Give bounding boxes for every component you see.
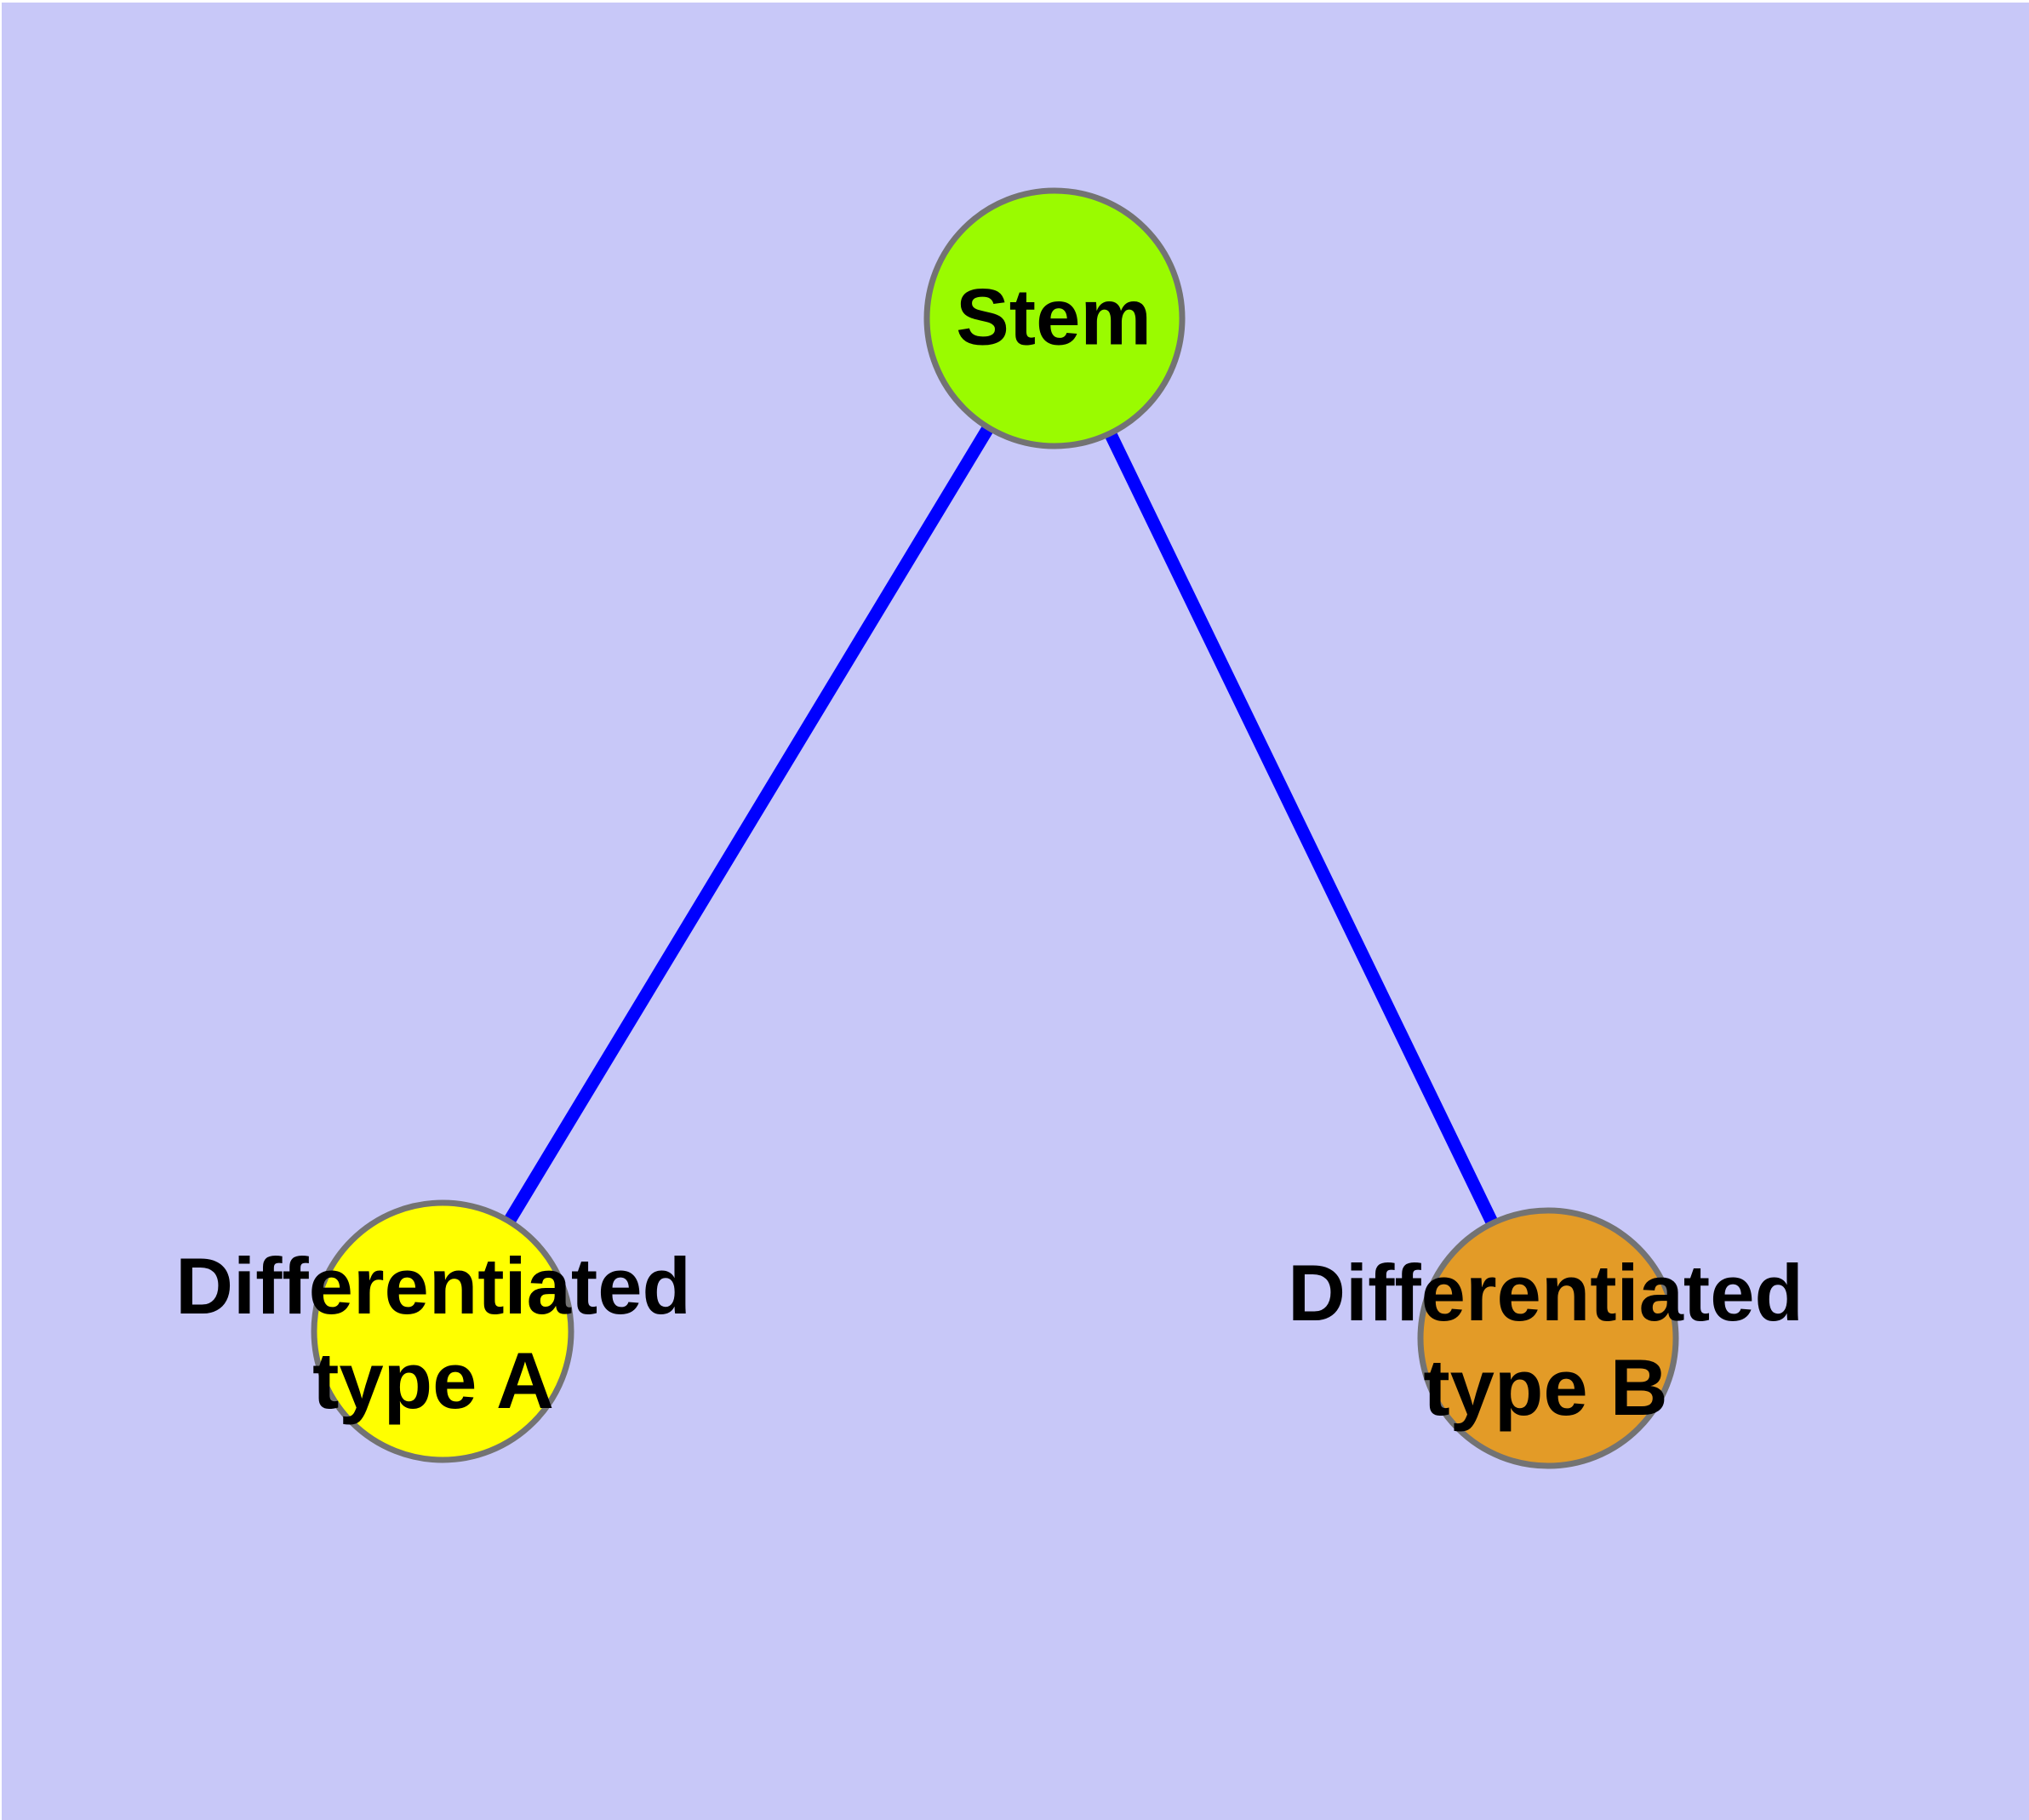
node-stem-label: Stem (956, 272, 1152, 362)
node-differentiated-type-b (1417, 1207, 1679, 1469)
graph-background: Stem Differentiated type A Differentiate… (2, 3, 2029, 1820)
node-type-b-label: Differentiated type B (1288, 1248, 1803, 1432)
edge-stem-to-type-b (1049, 315, 1554, 1342)
node-stem (923, 187, 1186, 449)
node-differentiated-type-a (311, 1199, 574, 1463)
node-type-a-label: Differentiated type A (175, 1241, 691, 1425)
edge-stem-to-type-a (437, 315, 1060, 1335)
graph-svg (311, 187, 1679, 1469)
